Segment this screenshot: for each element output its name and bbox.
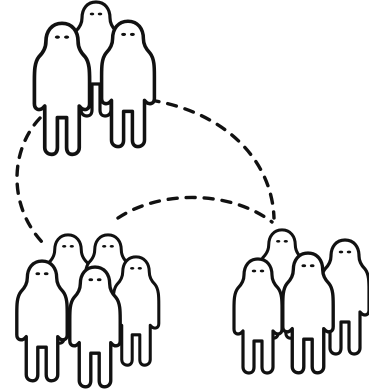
group-bottom-right — [234, 230, 369, 373]
right-eye — [97, 278, 102, 281]
left-eye — [252, 270, 256, 273]
left-eye — [102, 245, 106, 248]
connection-bottom-left-to-bottom-right — [118, 197, 272, 222]
left-eye — [130, 267, 134, 270]
right-eye — [64, 35, 69, 38]
left-eye — [301, 264, 306, 267]
right-eye — [44, 272, 49, 275]
left-eye — [121, 33, 126, 36]
right-eye — [260, 270, 264, 273]
left-eye — [88, 278, 93, 281]
connection-top-to-bottom-left — [17, 118, 42, 242]
right-eye — [138, 267, 142, 270]
group-bottom-left — [17, 235, 159, 387]
right-eye — [98, 13, 102, 16]
group-top — [34, 2, 154, 154]
right-eye — [70, 245, 74, 248]
left-eye — [55, 35, 60, 38]
left-eye — [62, 245, 66, 248]
right-eye — [130, 33, 135, 36]
right-eye — [284, 240, 288, 243]
left-eye — [339, 251, 343, 254]
left-eye — [90, 13, 94, 16]
left-eye — [276, 240, 280, 243]
left-eye — [35, 272, 40, 275]
right-eye — [110, 245, 114, 248]
right-eye — [310, 264, 315, 267]
right-eye — [347, 251, 351, 254]
